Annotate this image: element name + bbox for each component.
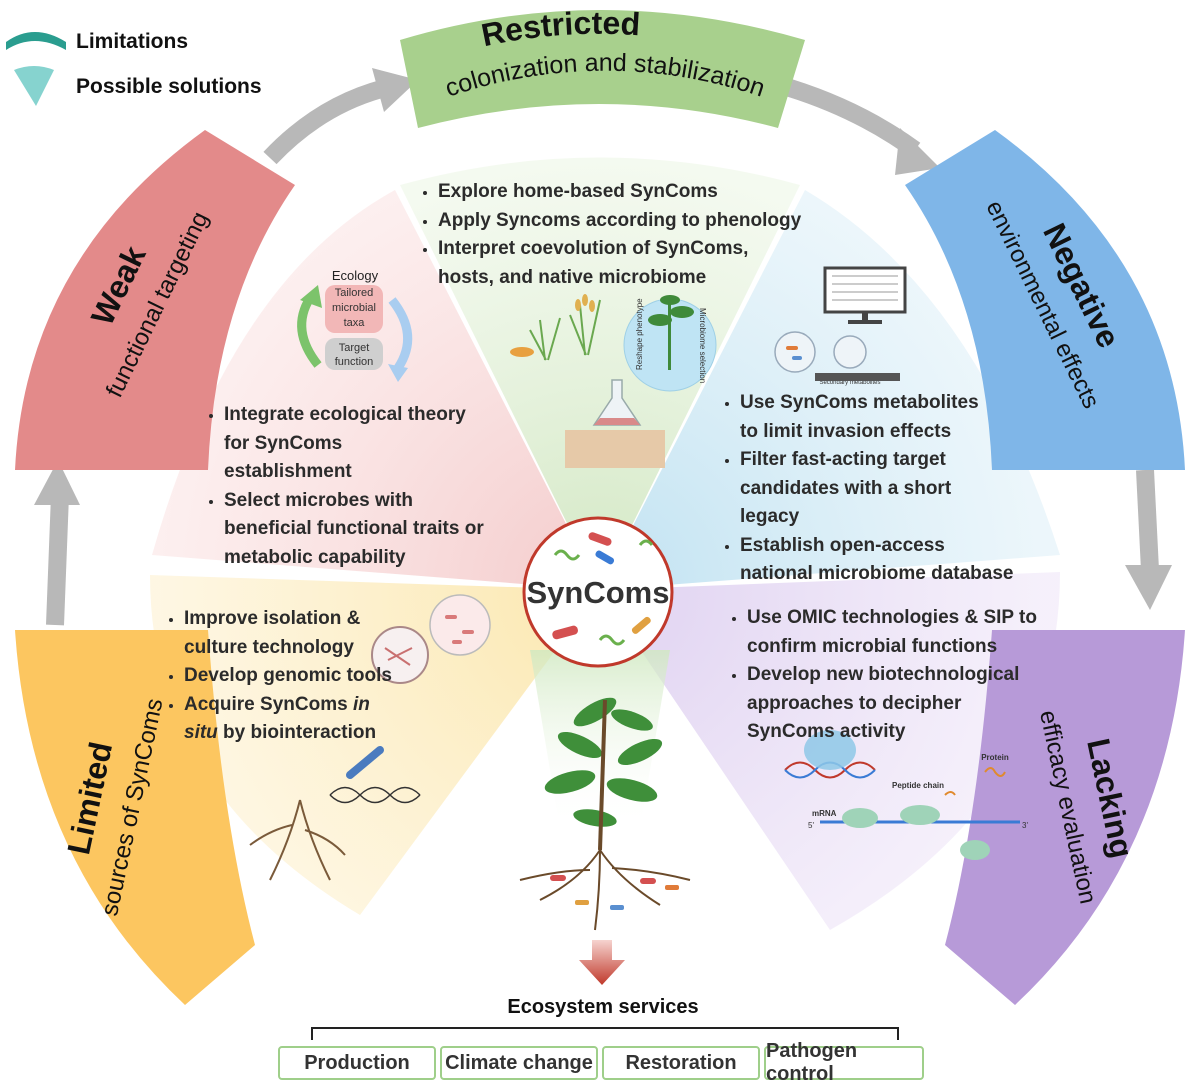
list-item: Develop new biotechnological approaches …: [747, 661, 1052, 747]
pipette-icon: [346, 746, 384, 779]
legend-limitations-label: Limitations: [76, 30, 189, 53]
plant-illustration: [519, 697, 691, 931]
list-item: Interpret coevolution of SynComs, hosts,…: [438, 235, 783, 292]
list-item: Use SynComs metabolites to limit invasio…: [740, 389, 1000, 446]
banner-bottom-left: [15, 630, 255, 1005]
ecology-icon: Ecology Tailored microbial taxa Target f…: [297, 268, 413, 382]
list-item: Establish open-access national microbiom…: [740, 532, 1015, 589]
legend-arc-icon: [6, 32, 66, 50]
wedge-top: [400, 157, 800, 590]
computer-monitor-icon: [823, 266, 907, 324]
banner-bottom-right: [945, 630, 1185, 1005]
peptide-label: Peptide chain: [892, 781, 944, 790]
banner-top: [400, 10, 805, 128]
list-item: Improve isolation & culture technology: [184, 605, 364, 662]
mrna-label: mRNA: [812, 809, 837, 818]
rice-plants-icon: [529, 299, 601, 361]
center-label: SynComs: [527, 575, 670, 610]
wedge-top-list: Explore home-based SynComs Apply Syncoms…: [416, 178, 806, 292]
svg-text:function: function: [335, 356, 374, 368]
legend-wedge-icon: [14, 66, 54, 106]
soil-bar-icon: [815, 373, 900, 381]
legend-solutions-label: Possible solutions: [76, 75, 262, 98]
list-item: Use OMIC technologies & SIP to confirm m…: [747, 604, 1037, 661]
red-arrow-down: [579, 940, 625, 985]
selection-label: Microbiome selection: [698, 308, 707, 383]
service-restoration: Restoration: [602, 1046, 760, 1080]
list-item: Integrate ecological theory for SynComs …: [224, 401, 474, 487]
list-item: Apply Syncoms according to phenology: [438, 207, 806, 236]
protein-label: Protein: [981, 753, 1009, 762]
list-item: Filter fast-acting target candidates wit…: [740, 446, 1015, 532]
svg-text:Target: Target: [339, 342, 370, 354]
rice-grain-icon: [575, 294, 595, 312]
list-item: Acquire SynComs in situ by biointeractio…: [184, 691, 394, 748]
translation-icon: [784, 730, 1020, 860]
banner-left: [15, 130, 295, 470]
wedge-bottom-right-list: Use OMIC technologies & SIP to confirm m…: [725, 604, 1055, 747]
three-prime-label: 3': [1022, 821, 1028, 830]
services-bracket: [311, 1027, 899, 1040]
service-production: Production: [278, 1046, 436, 1080]
five-prime-label: 5': [808, 821, 814, 830]
petri-dish-icon: [774, 331, 867, 373]
wedge-right: [600, 190, 1060, 590]
list-item: Explore home-based SynComs: [438, 178, 806, 207]
wedge-left: [152, 190, 600, 590]
cycle-arrowheads: [34, 68, 1172, 610]
list-item: Select microbes with beneficial function…: [224, 487, 486, 573]
ecosystem-services-title: Ecosystem services: [507, 996, 699, 1018]
seed-icon: [510, 347, 534, 357]
wedge-bottom-left: [150, 575, 600, 915]
list-item: Develop genomic tools: [184, 662, 394, 691]
wedge-bottom-left-list: Improve isolation & culture technology D…: [162, 605, 402, 748]
culture-dish-icon: [371, 594, 491, 684]
root-illustration-icon: [249, 799, 346, 881]
svg-text:microbial: microbial: [332, 302, 376, 314]
center-microbes-icon: [552, 532, 654, 646]
svg-text:taxa: taxa: [344, 317, 366, 329]
dna-helix-icon: [329, 786, 421, 804]
ecology-title: Ecology: [332, 268, 379, 283]
soil-flask-icon: [565, 379, 665, 468]
wedge-right-list: Use SynComs metabolites to limit invasio…: [718, 389, 1018, 589]
svg-text:Tailored: Tailored: [335, 287, 374, 299]
wedge-left-list: Integrate ecological theory for SynComs …: [202, 401, 502, 572]
secondary-label: Secondary metabolites: [819, 380, 880, 386]
banner-right: [905, 130, 1185, 470]
reshape-label: Reshape phenotype: [635, 298, 644, 370]
service-pathogen-control: Pathogen control: [764, 1040, 924, 1085]
sapling-icon: [648, 295, 694, 370]
service-climate-change: Climate change: [440, 1046, 598, 1080]
